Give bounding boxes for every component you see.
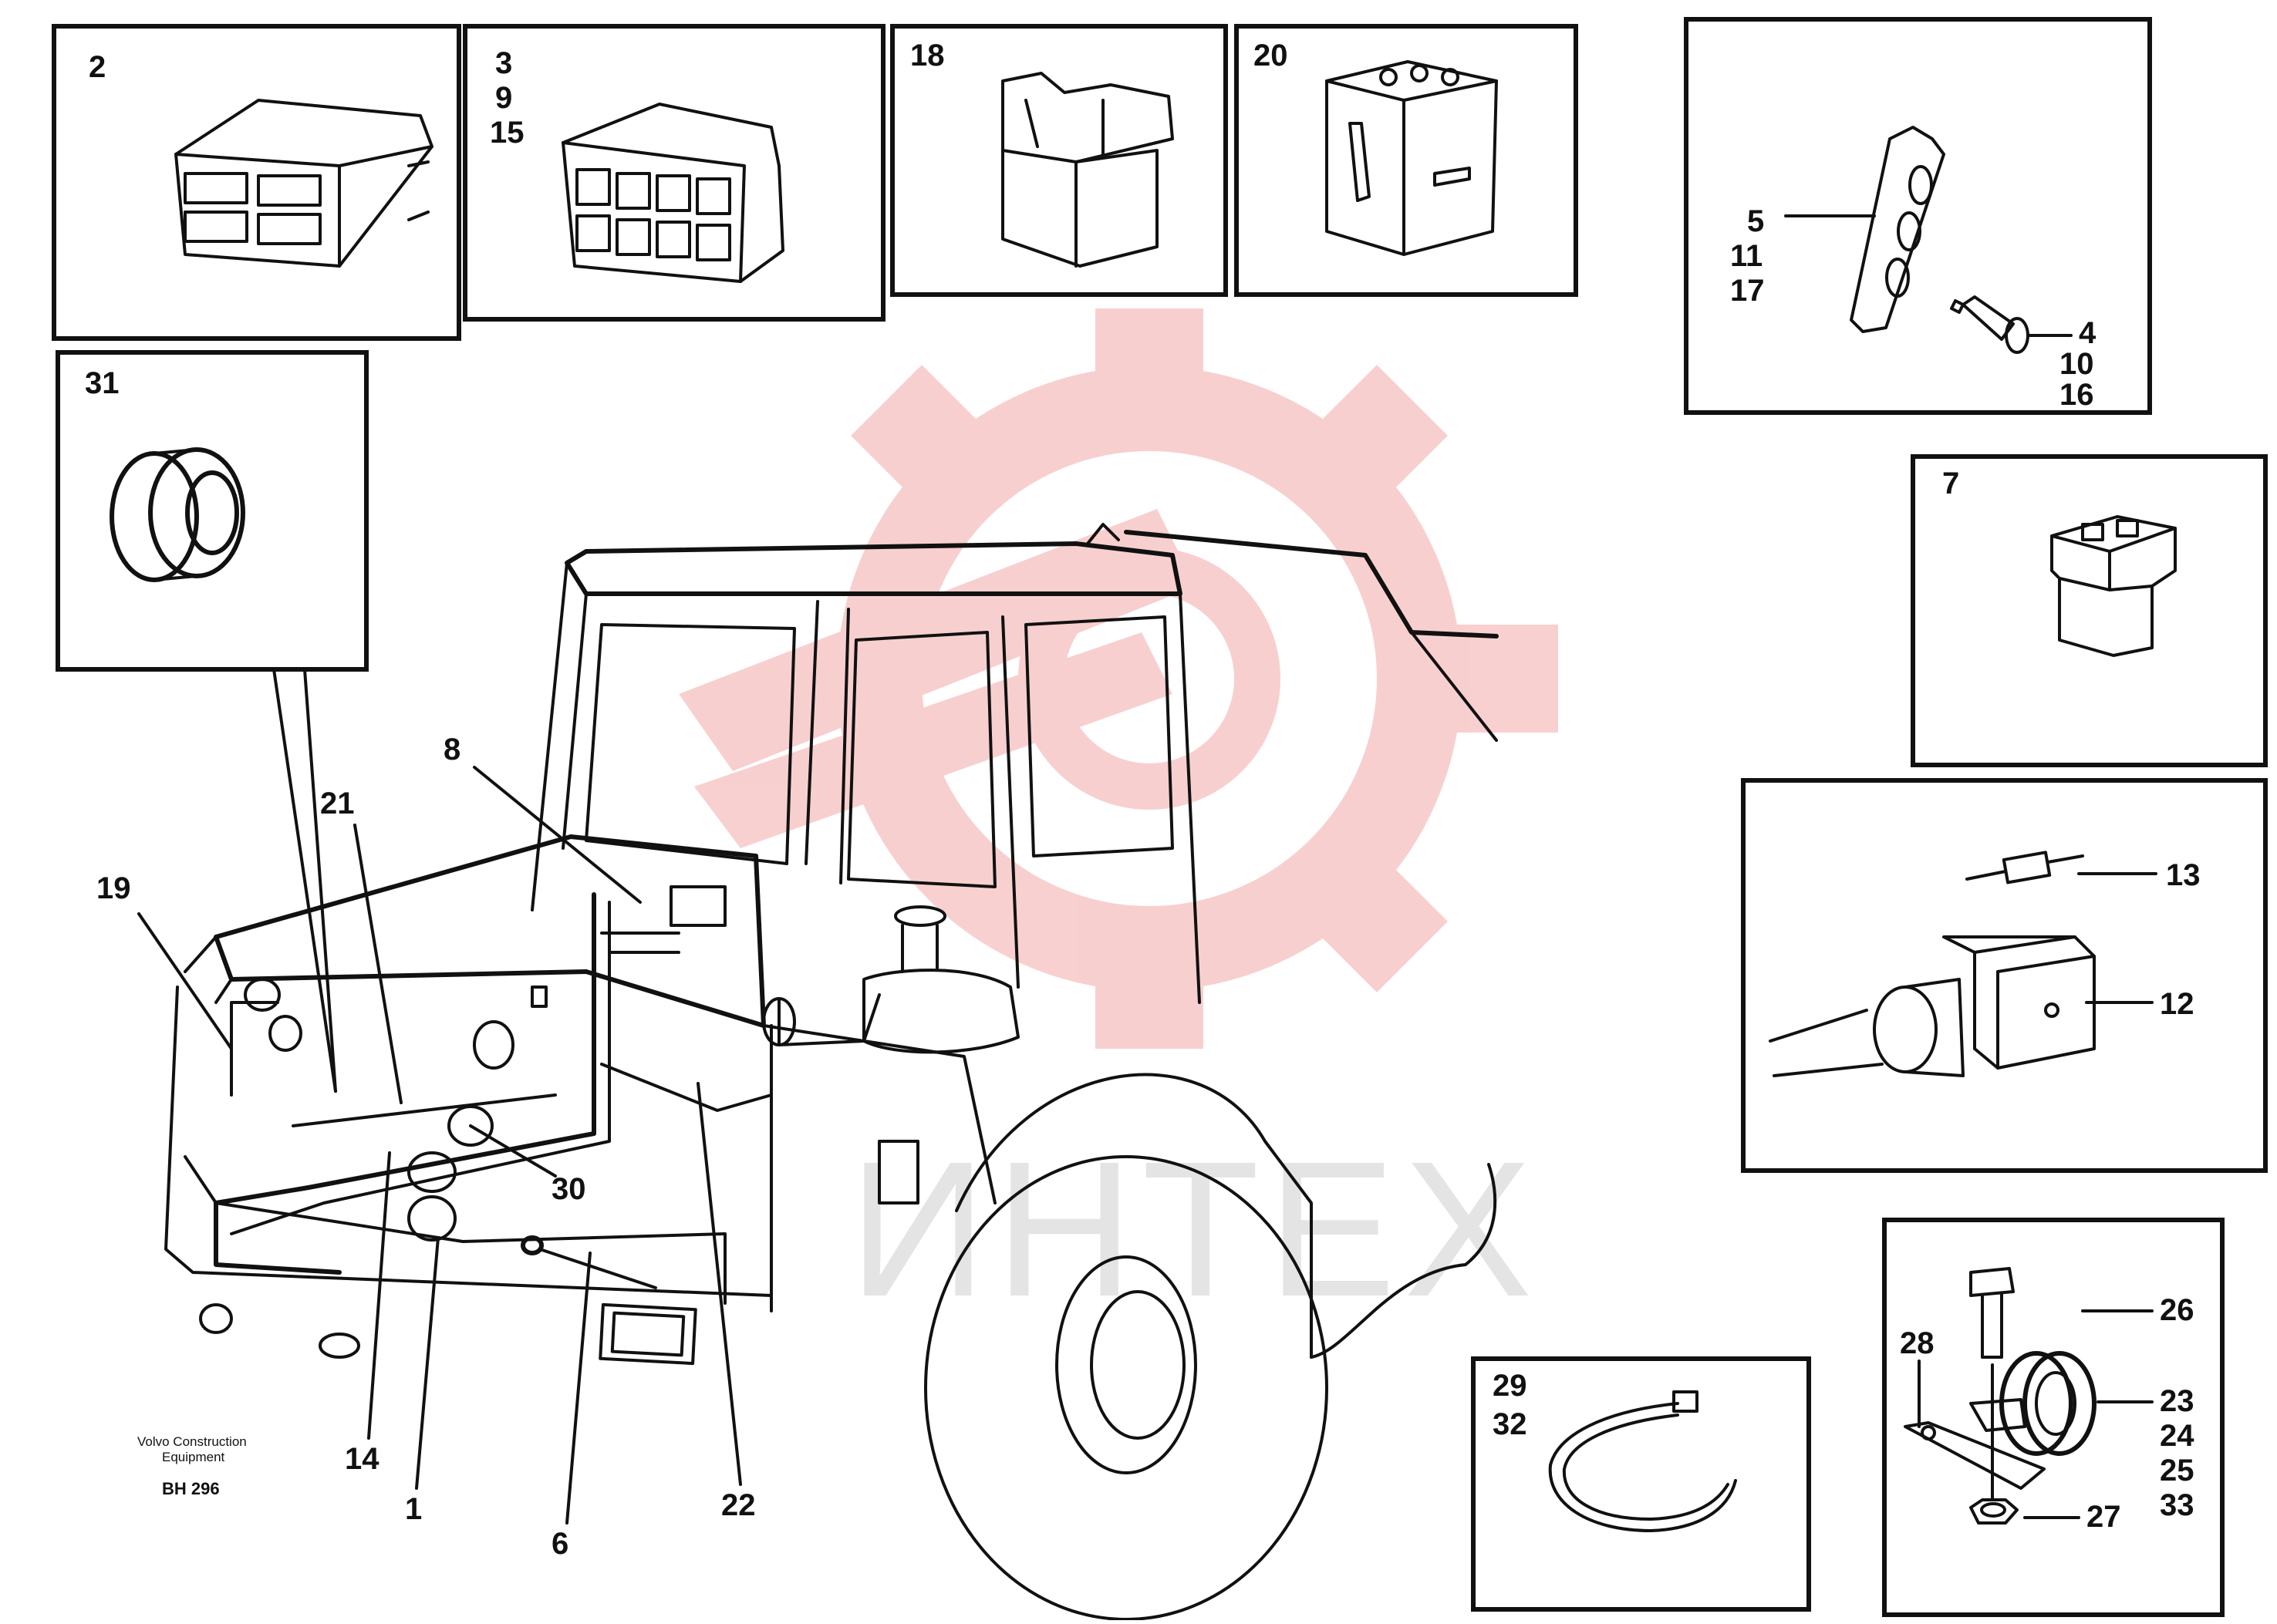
grommet-plate-5 [1850,126,1945,333]
inset-23-28: 26 28 23 24 25 33 27 [1882,1218,2225,1617]
bolt-26 [1969,1267,2015,1501]
inset-7-label: 7 [1942,467,1959,500]
inset-9-label: 9 [495,81,512,115]
inset-12-label: 12 [2160,987,2194,1021]
inset-12-13: 13 12 [1741,778,2268,1173]
company-line-2: Equipment [162,1450,225,1464]
rear-wheel [924,1073,1497,1621]
front-counterweight [184,1155,727,1366]
callout-21: 21 [320,787,355,820]
inset-10-label: 10 [2059,347,2094,381]
inset-26-label: 26 [2160,1293,2194,1327]
inset-24-label: 24 [2160,1419,2194,1453]
callout-30: 30 [552,1172,586,1206]
inset-4-label: 4 [2079,316,2097,350]
inset-29-label: 29 [1493,1369,1527,1403]
bracket-28 [1904,1398,2046,1490]
inset-25-label: 25 [2160,1454,2194,1488]
inset-20: 20 [1234,24,1578,297]
loader-drawing [164,523,1499,1621]
company-line-1: Volvo Construction [137,1434,247,1449]
inset-18: 18 [890,24,1228,297]
inset-17-label: 17 [1730,274,1765,308]
cab [531,523,1201,1004]
inset-15-label: 15 [490,116,525,150]
callout-6: 6 [552,1527,568,1561]
sensor-12 [1769,935,2096,1077]
wiring-harness [214,892,680,1289]
inset-28-label: 28 [1900,1326,1935,1360]
callouts: 8 21 19 30 14 1 6 22 [96,733,756,1561]
connector-housing-2 [174,99,433,268]
connector-housing-18 [1001,72,1174,268]
watermark: ИНТЕХ [679,308,1558,1336]
hood-details [244,885,919,1205]
callout-19: 19 [96,871,131,905]
watermark-gear-icon [679,308,1558,1049]
grommet-23 [1999,1351,2097,1456]
callout-8: 8 [444,733,460,767]
inset-20-label: 20 [1253,39,1288,72]
inset-27-label: 27 [2086,1500,2121,1534]
inset-2-label: 2 [89,50,106,84]
boom [1124,530,1499,638]
inset-7: 7 [1911,454,2268,767]
connector-housing-3 [562,103,784,283]
inset-11-label: 11 [1730,239,1763,273]
inset-5-4: 5 11 17 4 10 16 [1684,17,2152,415]
grommet-31 [110,447,245,582]
inset-3-9-15: 3 9 15 [463,24,886,322]
callout-14: 14 [345,1442,380,1476]
cable-tie-29 [1548,1390,1737,1532]
inset-31: 31 [56,350,369,672]
inset-29-32: 29 32 [1471,1356,1811,1612]
watermark-text: ИНТЕХ [848,1121,1540,1336]
inset-18-label: 18 [910,39,945,72]
inset-13-label: 13 [2166,858,2201,892]
inset-32-label: 32 [1493,1407,1527,1441]
inset-3-label: 3 [495,46,512,80]
inset-23-label: 23 [2160,1384,2194,1418]
plug-4 [1950,295,2029,354]
diode-13 [1965,851,2084,884]
exhaust-pipe [762,905,1020,1054]
inset-16-label: 16 [2059,378,2094,412]
inset-31-label: 31 [85,366,120,400]
drawing-code: BH 296 [162,1479,220,1498]
engine-hood [164,834,997,1312]
nut-27 [1969,1498,2019,1525]
callout-1: 1 [405,1492,422,1526]
inset-33-label: 33 [2160,1488,2194,1522]
connector-7 [2050,515,2177,657]
inset-2: 2 [52,24,461,341]
callout-22: 22 [721,1488,756,1522]
connector-housing-20 [1325,60,1498,256]
footer: Volvo Construction Equipment BH 296 [137,1434,247,1498]
inset-5-label: 5 [1747,204,1764,238]
inset-31-leaders [272,668,337,1093]
